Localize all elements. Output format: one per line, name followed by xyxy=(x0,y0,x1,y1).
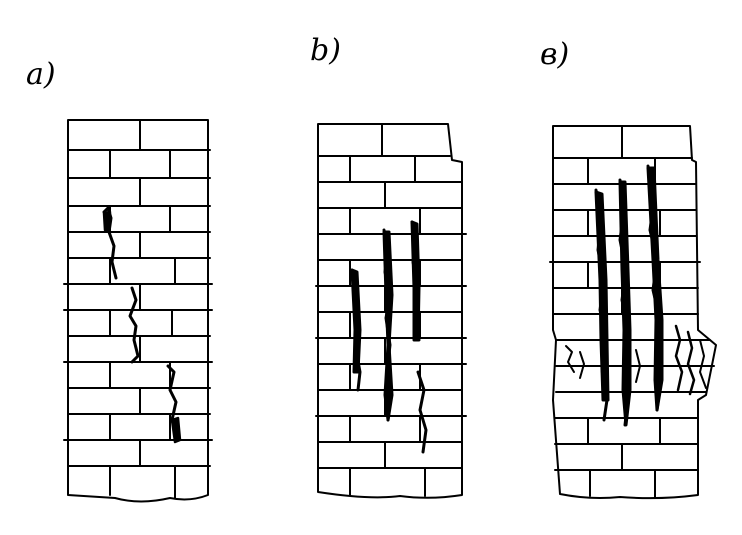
mortar-joints-v xyxy=(549,157,715,471)
cracks-a xyxy=(102,206,182,444)
panel-label-b: b) xyxy=(310,33,341,68)
panel-label-a: a) xyxy=(26,57,56,92)
cracks-v xyxy=(565,164,707,427)
wall-pier-a xyxy=(63,119,213,503)
panel-label-v: в) xyxy=(540,37,569,72)
wall-pier-b xyxy=(315,123,467,499)
mortar-joints-a xyxy=(63,149,213,467)
wall-pier-v xyxy=(549,125,717,500)
cracks-b xyxy=(350,220,428,454)
mortar-joints-b xyxy=(315,155,467,469)
